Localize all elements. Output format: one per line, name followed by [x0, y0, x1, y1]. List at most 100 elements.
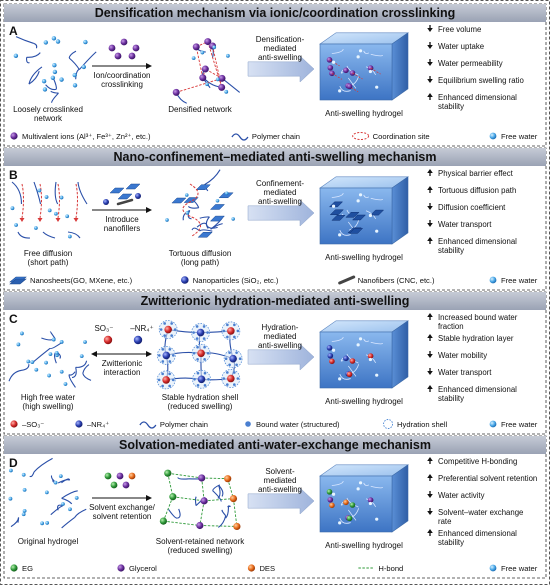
water-dot: [358, 481, 363, 485]
polymer-chain: [370, 197, 384, 201]
nr4-label: –NR₄⁺: [130, 324, 154, 333]
zwitterion-ball: [327, 352, 334, 359]
polymer-chain: [339, 373, 351, 380]
zwitterion-ball: [329, 358, 335, 365]
legend-item: Polymer chain: [231, 132, 300, 141]
legend-label: Free water: [501, 276, 538, 285]
polymer-chain: [370, 53, 384, 57]
nr4-dot: [75, 420, 83, 428]
effect-text-line: Diffusion coefficient: [438, 203, 506, 212]
free-water-dot: [54, 350, 59, 355]
polymer-chain: [33, 181, 42, 205]
legend-item: EG: [10, 564, 33, 573]
free-water-icon: [489, 564, 497, 572]
polymer-chain: [340, 357, 344, 362]
effect-text-line: rate: [438, 517, 451, 526]
free-water-dot: [9, 468, 13, 473]
legend-label: Multivalent ions (Al³⁺, Fe³⁺, Zn²⁺, etc.…: [22, 132, 151, 141]
water-dot: [356, 343, 360, 347]
panel-title-bar: [4, 148, 546, 166]
bound-water: [203, 358, 206, 361]
polymer-chain: [363, 482, 370, 486]
bound-water: [192, 351, 196, 355]
legend: Nanosheets(GO, MXene, etc.)Nanoparticles…: [9, 275, 538, 285]
hydration-shell-icon: [383, 419, 394, 429]
bound-water: [233, 383, 236, 386]
nanosheet: [125, 183, 141, 190]
nanosheet: [351, 214, 367, 221]
polymer-chain: [67, 231, 81, 239]
effect-row: Preferential solvent retention: [427, 474, 537, 483]
arrow-up-icon: [427, 334, 433, 338]
polymer-chain: [75, 68, 80, 80]
bound-water-dot: [245, 421, 251, 427]
polymer-chain-icon: [231, 133, 249, 141]
bound-water: [193, 377, 196, 381]
solvent-ball: [224, 475, 232, 483]
bound-water: [195, 325, 199, 328]
polymer-chain: [363, 194, 370, 198]
arrow-label-line: Solvent-: [265, 467, 295, 476]
effect-text-line: Physical barrier effect: [438, 169, 514, 178]
polymer-chain: [45, 84, 57, 91]
free-water-dot: [41, 79, 47, 84]
effect-text-line: Enhanced dimensional: [438, 93, 517, 102]
bound-water-icon: [245, 421, 251, 427]
polymer-chain: [75, 360, 88, 368]
polymer-chain: [194, 496, 197, 506]
free-water-dot: [225, 53, 230, 58]
diffusion-arrowhead: [19, 218, 25, 222]
glycerol-icon: [117, 564, 125, 572]
h-bond: [201, 477, 228, 480]
polymer-chain: [21, 364, 30, 371]
effect-text-line: Preferential solvent retention: [438, 474, 537, 483]
bound-water: [228, 363, 231, 367]
arrow-down-icon: [427, 511, 433, 515]
effect-row: Free volume: [427, 25, 481, 34]
bound-water: [170, 322, 173, 325]
mid-caption-line: Stable hydration shell: [162, 393, 239, 402]
effect-row: Competitive H-bonding: [427, 457, 517, 466]
gel-caption: Anti-swelling hydrogel: [325, 109, 403, 118]
water-dot: [338, 377, 342, 381]
bound-water: [233, 323, 236, 327]
polymer-chain: [53, 79, 57, 90]
free-water-dot: [59, 340, 64, 344]
mid-caption-line: (reduced swelling): [168, 402, 233, 411]
effect-row: Water permeability: [427, 59, 503, 68]
anti-swelling-hydrogel-cube: [319, 320, 409, 389]
polymer-chain: [26, 52, 41, 58]
polymer-chain: [54, 181, 59, 205]
free-water-dot: [59, 195, 64, 200]
polymer-chain: [187, 205, 199, 209]
free-water-dot: [224, 191, 229, 196]
ion-ball: [201, 65, 209, 73]
polymer-chain: [42, 231, 56, 239]
process-arrow-head: [146, 495, 152, 501]
shell-circle: [383, 419, 394, 429]
mid-caption-line: (reduced swelling): [168, 546, 233, 555]
arrow-label-line: anti-swelling: [258, 53, 302, 62]
effect-text-line: stability: [438, 394, 464, 403]
bound-water: [226, 371, 229, 374]
free-water-dot: [21, 512, 26, 517]
polymer-chain: [10, 517, 20, 528]
bound-water: [235, 351, 238, 354]
cube-side-face: [391, 320, 409, 389]
legend-item: H-bond: [358, 564, 403, 573]
legend-item: Coordination site: [352, 132, 430, 141]
nanoparticle: [103, 199, 109, 205]
ion-ball: [108, 44, 116, 52]
polymer-chain: [82, 364, 90, 374]
free-water-dot: [40, 521, 45, 526]
panel-title: Nano-confinement–mediated anti-swelling …: [114, 150, 437, 164]
nanoparticle-icon: [181, 276, 189, 284]
polymer-chain: [346, 497, 359, 508]
water-dot: [375, 229, 379, 233]
water-dot: [331, 348, 336, 352]
so3-dot: [10, 420, 18, 428]
free-water-icon: [489, 276, 497, 284]
effect-row: Water mobility: [427, 351, 487, 360]
